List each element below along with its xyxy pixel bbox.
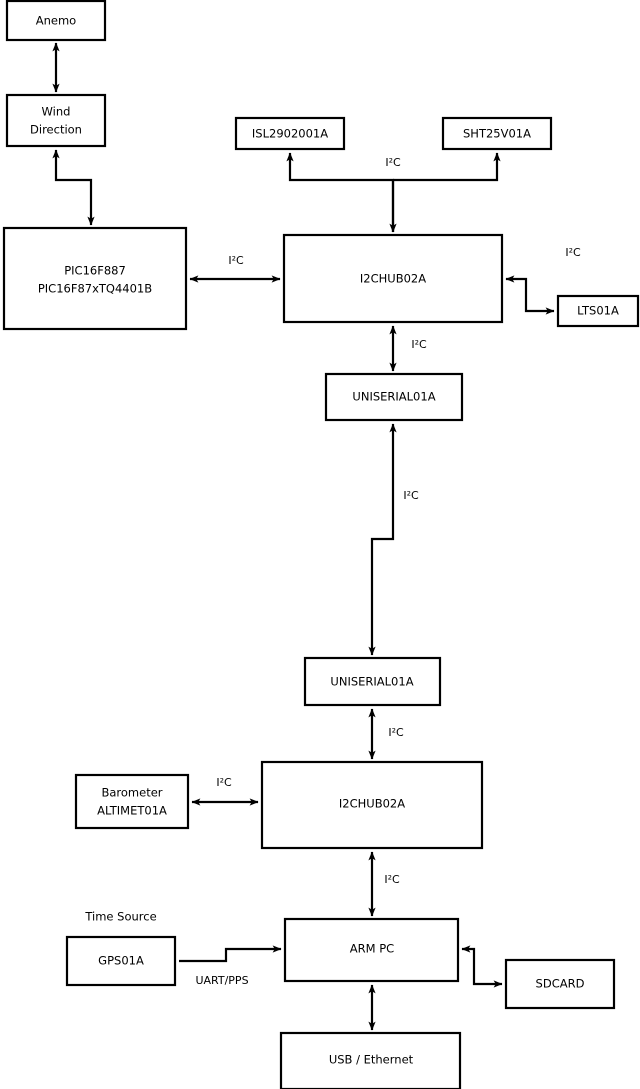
node-uniserial01a-upper[interactable]: UNISERIAL01A [324,372,464,422]
node-arm-pc-label: ARM PC [350,942,394,956]
edge-uniserial-upper-lower [368,423,397,656]
edge-i2chub-top-sht [393,152,501,182]
node-sht25v01a-box[interactable] [441,116,553,151]
edge-pic-wind-direction [52,149,95,226]
node-isl2902001a-box[interactable] [234,116,346,151]
edge-label-i2chub-lts: I²C [565,246,581,259]
node-pic-label-line1: PIC16F887 [64,264,126,278]
node-usb-ethernet[interactable]: USB / Ethernet [279,1031,462,1089]
node-sdcard-label: SDCARD [536,977,585,991]
node-wind-direction-label-line1: Wind [42,105,71,119]
node-i2chub02a-bottom[interactable]: I2CHUB02A [260,760,484,850]
node-isl2902001a[interactable]: ISL2902001A [234,116,346,151]
edge-i2chub-top-lts [505,275,555,315]
edge-armpc-sdcard [461,945,503,988]
node-gps01a-label: GPS01A [98,954,144,968]
node-wind-direction[interactable]: Wind Direction [5,93,107,148]
node-anemo[interactable]: Anemo [5,0,107,42]
node-isl2902001a-label: ISL2902001A [252,127,328,141]
node-sdcard-box[interactable] [504,958,616,1010]
node-uniserial01a-lower-label: UNISERIAL01A [330,675,413,689]
node-lts01a[interactable]: LTS01A [556,294,640,328]
node-i2chub02a-top[interactable]: I2CHUB02A [282,233,504,324]
edge-i2chub-top-isl [286,152,395,232]
node-pic-label-line2: PIC16F87xTQ4401B [38,282,152,296]
node-gps01a[interactable]: GPS01A [65,935,177,987]
node-arm-pc-box[interactable] [283,917,460,983]
node-lts01a-box[interactable] [556,294,640,328]
edge-label-barometer-i2chub: I²C [216,776,232,789]
node-i2chub02a-top-label: I2CHUB02A [360,272,426,286]
node-usb-ethernet-label: USB / Ethernet [329,1053,414,1067]
node-pic-microcontroller[interactable]: PIC16F887 PIC16F87xTQ4401B [2,226,188,331]
node-barometer-label-line2: ALTIMET01A [97,804,167,818]
label-time-source: Time Source [84,910,156,924]
node-wind-direction-box[interactable] [5,93,107,148]
edge-label-uniserial-i2chub-bottom: I²C [388,726,404,739]
node-i2chub02a-top-box[interactable] [282,233,504,324]
node-usb-ethernet-box[interactable] [279,1031,462,1089]
edge-label-i2chub-uniserial-upper: I²C [411,338,427,351]
node-sht25v01a-label: SHT25V01A [463,127,531,141]
edge-label-i2chub-armpc: I²C [384,873,400,886]
node-sdcard[interactable]: SDCARD [504,958,616,1010]
node-barometer-box[interactable] [74,773,190,830]
node-sht25v01a[interactable]: SHT25V01A [441,116,553,151]
node-anemo-label: Anemo [36,14,76,28]
edge-label-gps-armpc: UART/PPS [195,974,248,987]
edge-gps-armpc [179,945,282,963]
node-arm-pc[interactable]: ARM PC [283,917,460,983]
node-i2chub02a-bottom-label: I2CHUB02A [339,797,405,811]
node-uniserial01a-lower-box[interactable] [303,656,442,707]
node-anemo-box[interactable] [5,0,107,42]
free-label-layer: Time Source [84,910,156,924]
node-i2chub02a-bottom-box[interactable] [260,760,484,850]
node-uniserial01a-upper-label: UNISERIAL01A [352,390,435,404]
edge-label-uniserial-link: I²C [403,489,419,502]
node-barometer-label-line1: Barometer [101,786,162,800]
node-gps01a-box[interactable] [65,935,177,987]
node-uniserial01a-upper-box[interactable] [324,372,464,422]
node-lts01a-label: LTS01A [577,304,619,318]
node-uniserial01a-lower[interactable]: UNISERIAL01A [303,656,442,707]
edge-label-i2chub-sensors: I²C [385,156,401,169]
edge-layer: I²C I²C I²C I²C I²C I²C I²C I²C [52,42,581,1031]
node-wind-direction-label-line2: Direction [30,123,82,137]
node-barometer-altimet01a[interactable]: Barometer ALTIMET01A [74,773,190,830]
edge-label-pic-i2chub: I²C [228,254,244,267]
node-pic-box[interactable] [2,226,188,331]
